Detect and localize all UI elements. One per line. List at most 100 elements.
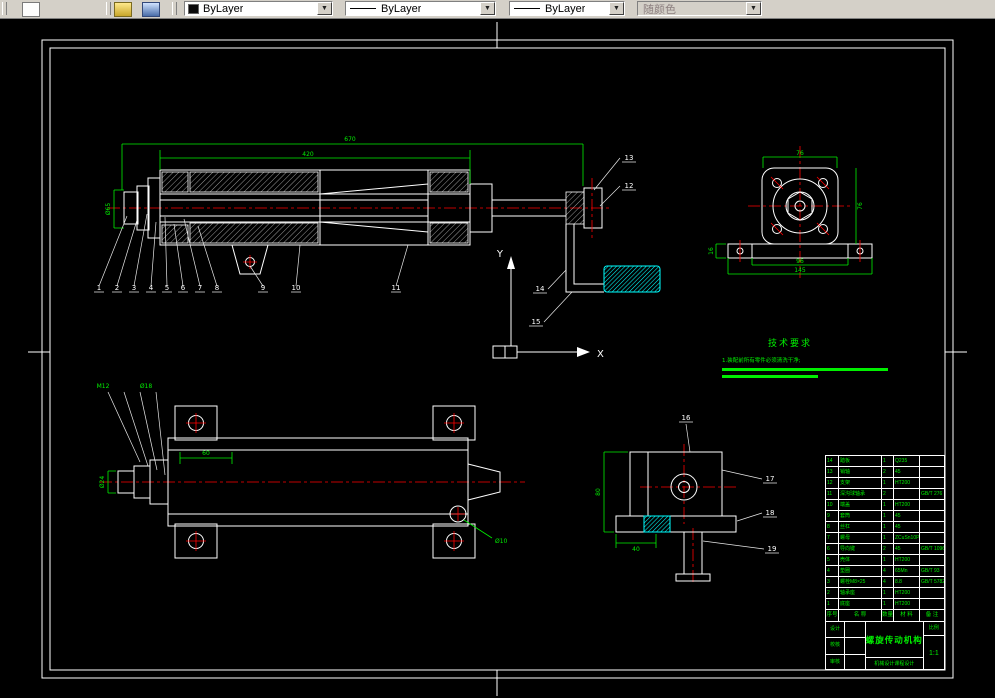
bom-cell: 8 — [826, 522, 839, 532]
bom-cell: 1 — [882, 456, 894, 466]
bom-cell: HT200 — [894, 500, 920, 510]
scale-cell: 比例 1:1 — [923, 622, 944, 670]
balloon-label: 8 — [215, 284, 219, 292]
bom-cell: 销轴 — [839, 467, 882, 477]
bom-cell: 65Mn — [894, 566, 920, 576]
bom-cell: 1 — [882, 599, 894, 609]
bom-cell: 7 — [826, 533, 839, 543]
bom-cell — [920, 555, 944, 565]
tech-req-text-bar — [722, 375, 818, 378]
dropdown-arrow-icon[interactable]: ▼ — [480, 2, 495, 15]
toolbar-grip[interactable] — [106, 2, 111, 15]
mounting-ear — [231, 244, 269, 275]
pedal-pad — [603, 265, 661, 293]
layer-yellow-icon[interactable] — [114, 2, 132, 17]
bom-cell: 11 — [826, 489, 839, 499]
bom-cell: 2 — [882, 544, 894, 554]
bom-cell — [920, 533, 944, 543]
dim-label: 16 — [708, 247, 715, 255]
bom-cell: 1 — [882, 533, 894, 543]
object-box-icon[interactable] — [22, 2, 40, 17]
signature-grid: 设计 校核 审核 — [826, 622, 866, 670]
bom-cell: 套筒 — [839, 511, 882, 521]
signature-label: 审核 — [826, 654, 845, 670]
plotstyle-combo-value: 随颜色 — [643, 3, 676, 16]
balloon-label: 11 — [392, 284, 401, 292]
dim-label: 670 — [344, 136, 356, 143]
bom-cell — [920, 511, 944, 521]
lineweight-combo-value: ByLayer — [545, 2, 586, 15]
bom-cell: 13 — [826, 467, 839, 477]
balloon-label: 17 — [766, 475, 775, 483]
dim-label: 76 — [857, 202, 864, 210]
bom-cell: GB/T 276 — [921, 491, 943, 497]
bom-cell: 1 — [882, 588, 894, 598]
balloon-label: 9 — [261, 284, 265, 292]
bom-cell: 6 — [826, 544, 839, 554]
layer-blue-icon[interactable] — [142, 2, 160, 17]
bom-cell: 垫圈 — [839, 566, 882, 576]
bom-header-cell: 序号 — [826, 610, 839, 621]
bom-cell: 导向键 — [839, 544, 882, 554]
scale-value: 1:1 — [929, 649, 939, 657]
dim-label: 60 — [202, 450, 210, 457]
linetype-combo[interactable]: ByLayer ▼ — [345, 1, 496, 16]
bom-cell: 45 — [894, 544, 920, 554]
bom-cell: 5 — [826, 555, 839, 565]
signature-value — [845, 638, 865, 653]
tech-req-text-bar — [722, 368, 888, 371]
bom-cell: 9 — [826, 511, 839, 521]
dim-label: 96 — [796, 258, 804, 265]
bom-cell: GB/T 93 — [921, 568, 940, 574]
dim-label: 80 — [595, 488, 602, 496]
color-combo[interactable]: ByLayer ▼ — [184, 1, 333, 16]
object-properties-toolbar: ByLayer ▼ ByLayer ▼ ByLayer ▼ 随颜色 ▼ — [0, 0, 995, 19]
bom-cell: 1 — [882, 555, 894, 565]
bom-cell: HT200 — [894, 478, 920, 488]
pedal-part: 14 15 — [529, 224, 661, 327]
bom-cell — [894, 489, 920, 499]
bom-cell — [920, 500, 944, 510]
balloon-label: 10 — [292, 284, 301, 292]
toolbar-grip[interactable] — [172, 2, 177, 15]
scale-label: 比例 — [923, 622, 944, 636]
bom-cell: HT200 — [894, 555, 920, 565]
balloon-label: 13 — [625, 154, 634, 162]
bom-cell — [920, 588, 944, 598]
bom-cell: 螺母 — [839, 533, 882, 543]
plan-view: M12 Ø18 60 Ø24 Ø10 — [97, 383, 525, 559]
balloon-label: 14 — [536, 285, 545, 293]
signature-value — [845, 655, 865, 670]
drawing-title: 螺旋传动机构 — [865, 634, 923, 645]
balloon-label: 19 — [768, 545, 777, 553]
bom-header-row: 序号 名 称 数量 材 料 备 注 — [826, 610, 944, 622]
balloon-label: 12 — [625, 182, 634, 190]
dropdown-arrow-icon[interactable]: ▼ — [317, 2, 332, 15]
bom-cell: 8.8 — [894, 577, 920, 587]
bom-cell — [920, 456, 944, 466]
balloon-label: 15 — [532, 318, 541, 326]
dim-label: 420 — [302, 151, 314, 158]
hex-nut — [787, 191, 813, 221]
lineweight-combo[interactable]: ByLayer ▼ — [509, 1, 625, 16]
bom-cell: 2 — [882, 489, 894, 499]
dropdown-arrow-icon[interactable]: ▼ — [609, 2, 624, 15]
dim-label: 40 — [632, 546, 640, 553]
color-combo-value: ByLayer — [203, 2, 244, 15]
bom-cell: 支架 — [839, 478, 882, 488]
toolbar-grip[interactable] — [2, 2, 7, 15]
bom-header-cell: 名 称 — [839, 610, 882, 621]
bom-cell: 端盖 — [839, 500, 882, 510]
